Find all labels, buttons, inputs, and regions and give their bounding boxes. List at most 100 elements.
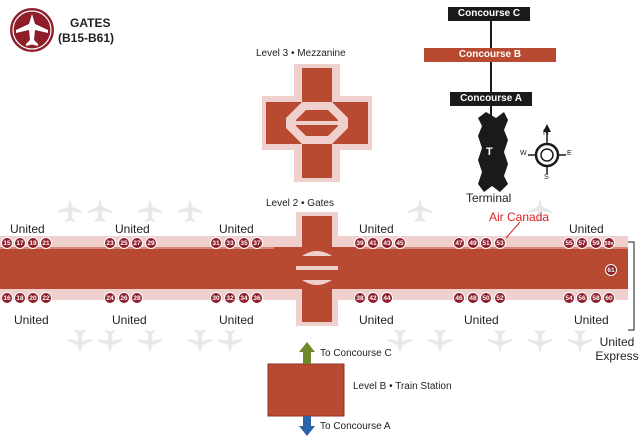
- gate-43: 43: [381, 237, 393, 249]
- concourse-c-label: Concourse C: [457, 8, 521, 19]
- gate-45: 45: [394, 237, 406, 249]
- aircraft-silhouette-icon: [187, 329, 213, 353]
- gate-49: 49: [467, 237, 479, 249]
- aircraft-silhouette-icon: [217, 329, 243, 353]
- aircraft-silhouette-icon: [97, 329, 123, 353]
- aircraft-silhouette-icon: [57, 199, 83, 223]
- air-canada-label: Air Canada: [489, 210, 550, 224]
- aircraft-silhouette-icon: [427, 329, 453, 353]
- gate-17: 17: [14, 237, 26, 249]
- gate-57: 57: [576, 237, 588, 249]
- to-concourse-c: To Concourse C: [320, 348, 392, 359]
- terminal-letter: T: [486, 146, 493, 158]
- gate-30: 30: [210, 292, 222, 304]
- gate-24: 24: [104, 292, 116, 304]
- concourse-a-label: Concourse A: [460, 93, 522, 104]
- aircraft-silhouette-icon: [407, 199, 433, 223]
- gate-18: 18: [14, 292, 26, 304]
- gate-33: 33: [224, 237, 236, 249]
- gate-61: 61: [605, 264, 617, 276]
- gate-41: 41: [367, 237, 379, 249]
- gate-35: 35: [238, 237, 250, 249]
- gate-53: 53: [494, 237, 506, 249]
- gate-23: 23: [104, 237, 116, 249]
- airline-label: United: [569, 222, 604, 236]
- gate-51: 51: [480, 237, 492, 249]
- gate-54: 54: [563, 292, 575, 304]
- compass-west: W: [520, 150, 527, 157]
- gate-39: 39: [354, 237, 366, 249]
- aircraft-silhouette-icon: [387, 329, 413, 353]
- gate-58: 58: [590, 292, 602, 304]
- gate-32: 32: [224, 292, 236, 304]
- level2-label: Level 2 • Gates: [266, 198, 334, 209]
- gate-15: 15: [1, 237, 13, 249]
- airline-label: United: [219, 222, 254, 236]
- level3-label: Level 3 • Mezzanine: [256, 48, 346, 59]
- compass-south: S: [544, 174, 549, 181]
- gate-56: 56: [576, 292, 588, 304]
- gate-60: 60: [603, 292, 615, 304]
- gate-37: 37: [251, 237, 263, 249]
- aircraft-silhouette-icon: [177, 199, 203, 223]
- gate-52: 52: [494, 292, 506, 304]
- gate-59x: 59x: [603, 237, 615, 249]
- aircraft-silhouette-icon: [137, 199, 163, 223]
- gate-16: 16: [1, 292, 13, 304]
- to-concourse-a: To Concourse A: [320, 421, 391, 432]
- airline-label: United: [115, 222, 150, 236]
- gate-34: 34: [238, 292, 250, 304]
- gate-19: 19: [27, 237, 39, 249]
- concourse-schematic: [424, 7, 556, 192]
- level3-mezzanine: [262, 64, 372, 182]
- aircraft-silhouette-icon: [567, 329, 593, 353]
- airline-label: United: [464, 313, 499, 327]
- airline-label: United: [359, 313, 394, 327]
- terminal-block: [478, 112, 508, 192]
- concourse-c-block: [448, 7, 530, 21]
- gate-29: 29: [145, 237, 157, 249]
- airplane-icon: [10, 8, 54, 52]
- gate-22: 22: [40, 292, 52, 304]
- gate-25: 25: [118, 237, 130, 249]
- gates-title: GATES: [70, 16, 111, 30]
- gate-44: 44: [381, 292, 393, 304]
- airline-label: United: [14, 313, 49, 327]
- gate-46: 46: [453, 292, 465, 304]
- gate-26: 26: [118, 292, 130, 304]
- aircraft-silhouette-icon: [527, 199, 553, 223]
- gate-42: 42: [367, 292, 379, 304]
- aircraft-silhouettes: [57, 199, 593, 353]
- aircraft-silhouette-icon: [67, 329, 93, 353]
- gate-28: 28: [131, 292, 143, 304]
- compass-icon: [528, 124, 566, 174]
- aircraft-silhouette-icon: [527, 329, 553, 353]
- gate-38: 38: [354, 292, 366, 304]
- airline-label: United: [112, 313, 147, 327]
- airline-label: United: [219, 313, 254, 327]
- gate-31: 31: [210, 237, 222, 249]
- gate-27: 27: [131, 237, 143, 249]
- terminal-label: Terminal: [466, 191, 512, 205]
- concourse-b-block: [424, 48, 556, 62]
- airline-label: United: [359, 222, 394, 236]
- level2-hub: [274, 212, 360, 326]
- united-express-label: United Express: [595, 335, 639, 363]
- aircraft-silhouette-icon: [137, 329, 163, 353]
- gate-48: 48: [467, 292, 479, 304]
- gate-36: 36: [251, 292, 263, 304]
- gate-21: 21: [40, 237, 52, 249]
- callout-lines: [505, 221, 635, 331]
- concourse-b-label: Concourse B: [458, 49, 522, 60]
- gate-50: 50: [480, 292, 492, 304]
- aircraft-silhouette-icon: [87, 199, 113, 223]
- gate-20: 20: [27, 292, 39, 304]
- gate-59: 59: [590, 237, 602, 249]
- airline-label: United: [10, 222, 45, 236]
- gate-55: 55: [563, 237, 575, 249]
- train-station: [267, 342, 345, 436]
- compass-north: N: [543, 128, 549, 137]
- compass-east: E: [567, 150, 572, 157]
